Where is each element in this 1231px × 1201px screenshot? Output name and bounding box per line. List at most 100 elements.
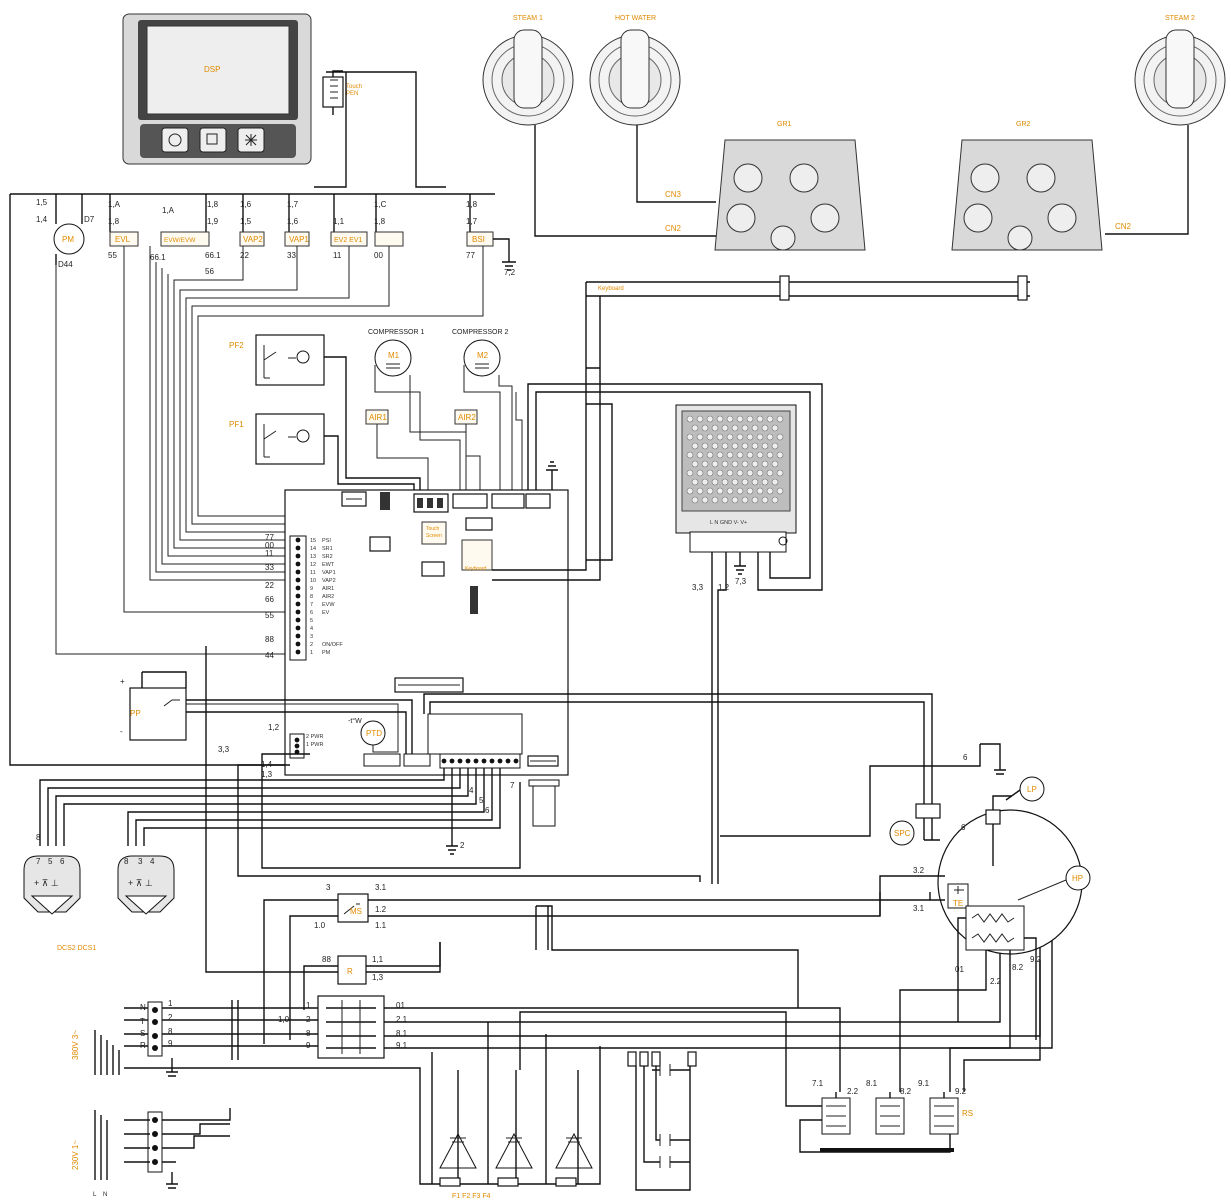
svg-text:PSI: PSI	[322, 538, 331, 544]
svg-text:Keyboard: Keyboard	[465, 566, 487, 572]
psu-vent-grille	[686, 415, 784, 504]
top-bus	[9, 193, 495, 766]
svg-text:1,1: 1,1	[333, 217, 345, 226]
svg-text:1,3: 1,3	[261, 770, 273, 779]
steam2-knob: STEAM 2	[1134, 15, 1226, 126]
relay-terminals	[441, 758, 519, 764]
svg-text:N: N	[140, 1003, 146, 1012]
svg-text:1.2: 1.2	[375, 905, 387, 914]
gr2-keypad: GR2	[951, 121, 1103, 251]
mains-1phase: 230V 1~ L N	[71, 1108, 231, 1198]
svg-text:15: 15	[310, 538, 316, 544]
svg-text:4: 4	[310, 626, 313, 632]
steam1-label: STEAM 1	[513, 15, 543, 22]
vap2-valve: VAP2 1,6 1,5 22	[239, 194, 265, 260]
svg-text:4: 4	[469, 786, 474, 795]
svg-text:1,6: 1,6	[287, 217, 299, 226]
cn2-left-label: CN2	[665, 224, 682, 233]
svg-text:8: 8	[310, 594, 313, 600]
svg-text:AIR2: AIR2	[458, 413, 476, 422]
svg-text:M2: M2	[477, 351, 489, 360]
svg-text:11: 11	[333, 251, 342, 260]
svg-text:77: 77	[265, 533, 274, 542]
svg-text:T: T	[140, 1017, 145, 1026]
svg-text:3,3: 3,3	[692, 583, 704, 592]
svg-text:3: 3	[326, 883, 331, 892]
gr1-label: GR1	[777, 121, 792, 128]
svg-text:F1 F2 F3 F4: F1 F2 F3 F4	[452, 1193, 491, 1200]
svg-text:10: 10	[310, 578, 316, 584]
ev2-ev1-valve: EV2 EV1 1,1 11	[330, 194, 368, 260]
steam1-knob: STEAM 1	[482, 15, 574, 126]
svg-text:R: R	[140, 1041, 146, 1050]
svg-text:1,8: 1,8	[466, 200, 478, 209]
evl-valve: EVL 1,A 1,8 55	[108, 194, 139, 260]
svg-text:6: 6	[961, 823, 966, 832]
bsi-sensor: BSI 1,8 1,7 77 7,2	[466, 194, 516, 277]
svg-text:9.1: 9.1	[918, 1079, 930, 1088]
svg-text:8.1: 8.1	[396, 1029, 408, 1038]
evw-valve: EVW/EVW 1,A 1,8 1,9 66.1 66.1 56	[150, 194, 221, 276]
pm-label: PM	[62, 235, 74, 244]
svg-text:6: 6	[485, 806, 490, 815]
dcs1-valve: + ⊼ ⊥ 8 3 4	[117, 855, 175, 915]
svg-text:9: 9	[168, 1039, 173, 1048]
svg-text:2.1: 2.1	[396, 1015, 408, 1024]
pp-pump: PP + -	[120, 671, 413, 754]
svg-text:01: 01	[396, 1001, 405, 1010]
svg-text:D7: D7	[84, 215, 95, 224]
cn3-label: CN3	[665, 190, 682, 199]
svg-text:01: 01	[955, 965, 964, 974]
svg-text:+ ⊼ ⊥: + ⊼ ⊥	[128, 878, 153, 888]
svg-text:N: N	[103, 1192, 107, 1198]
svg-text:1.0: 1.0	[314, 921, 326, 930]
svg-text:+: +	[120, 677, 125, 686]
svg-text:ON/OFF: ON/OFF	[322, 642, 343, 648]
svg-text:33: 33	[265, 563, 274, 572]
power-icon	[161, 127, 189, 153]
svg-text:1,3: 1,3	[372, 973, 384, 982]
blank-load: 1,C 1,8 00	[374, 194, 404, 260]
display-unit: DSP	[122, 13, 312, 165]
svg-text:COMPRESSOR 2: COMPRESSOR 2	[452, 329, 509, 336]
svg-text:13: 13	[310, 554, 316, 560]
svg-text:6: 6	[310, 610, 313, 616]
svg-text:M1: M1	[388, 351, 400, 360]
power-supply: L N GND V- V+ 7,3 3,3 1,2	[675, 404, 797, 884]
svg-text:8.2: 8.2	[1012, 963, 1024, 972]
svg-text:1: 1	[306, 1001, 311, 1010]
load-return-wires	[55, 246, 484, 655]
svg-text:1,2: 1,2	[268, 723, 280, 732]
svg-text:VAP1: VAP1	[322, 570, 336, 576]
svg-text:-t°W: -t°W	[348, 717, 362, 725]
svg-text:1,A: 1,A	[108, 200, 121, 209]
svg-text:1.1: 1.1	[375, 921, 387, 930]
svg-text:MS: MS	[350, 907, 362, 916]
svg-text:8.1: 8.1	[866, 1079, 878, 1088]
compressor-1: COMPRESSOR 1 M1 AIR1	[365, 329, 467, 490]
svg-text:5: 5	[479, 796, 484, 805]
svg-text:1,9: 1,9	[207, 217, 219, 226]
svg-text:SR2: SR2	[322, 554, 333, 560]
svg-text:7.1: 7.1	[812, 1079, 824, 1088]
svg-text:L N GND V- V+: L N GND V- V+	[710, 520, 747, 526]
svg-text:2: 2	[310, 642, 313, 648]
hot-water-label: HOT WATER	[615, 15, 656, 22]
svg-text:1: 1	[168, 999, 173, 1008]
svg-text:9.2: 9.2	[955, 1087, 967, 1096]
svg-text:2: 2	[168, 1013, 173, 1022]
svg-text:8: 8	[124, 857, 129, 866]
svg-text:88: 88	[265, 635, 274, 644]
fuse-bank: F1 F2 F3 F4	[431, 1022, 697, 1200]
svg-text:1,2: 1,2	[718, 583, 730, 592]
svg-text:1,8: 1,8	[207, 200, 219, 209]
svg-text:PF2: PF2	[229, 341, 244, 350]
svg-text:-: -	[120, 727, 123, 736]
svg-text:+ ⊼ ⊥: + ⊼ ⊥	[34, 878, 59, 888]
